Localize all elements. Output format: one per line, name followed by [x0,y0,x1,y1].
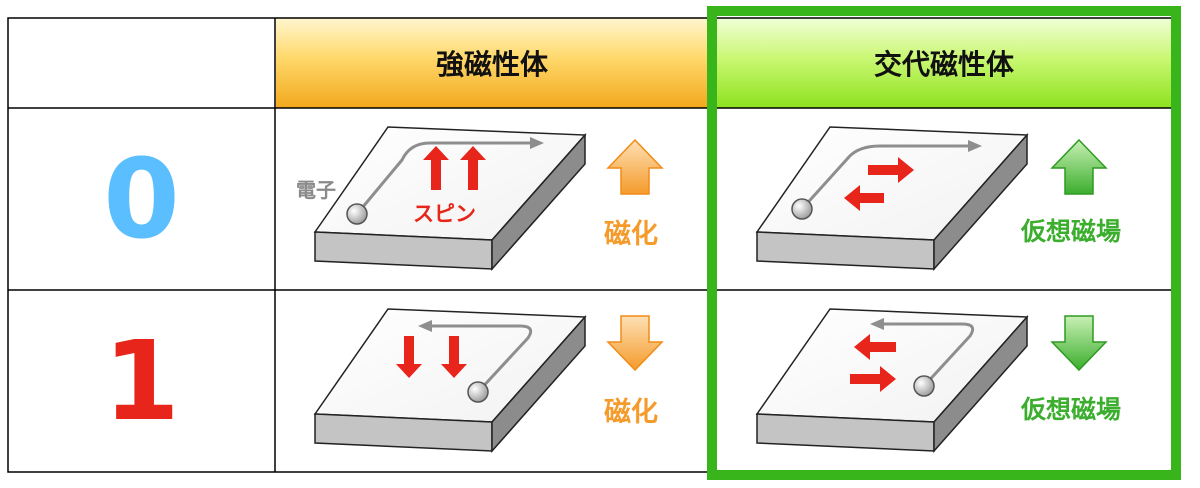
ferro-0-electron-path [355,141,530,215]
spin-up-arrow [423,146,449,190]
anti-0-spin-arrows [844,157,914,211]
anti-1-electron [913,375,935,397]
ferro-0-magnetization-label: 磁化 [604,219,658,250]
anti-1-spin-arrows [850,334,896,392]
header-antiferromagnet-label: 交代磁性体 [873,48,1014,81]
anti-1-slab [755,308,1029,453]
table-grid [7,17,1174,473]
anti-0-path-arrowhead [968,140,982,152]
ferro-0-slab [313,126,587,271]
anti-1-virtual-field-down-arrow [1050,315,1108,372]
digit-zero: 0 [103,135,180,263]
anti-1-electron-path [884,322,975,388]
ferro-1-magnetization-label: 磁化 [604,397,658,428]
spin-right-arrow [868,157,914,183]
anti-0-electron-path [800,144,968,211]
ferro-1-electron [467,381,489,403]
ferro-1-spin-arrows [396,336,467,378]
anti-1-path-arrowhead [870,318,884,330]
ferro-0-path-arrowhead [530,137,544,149]
spin-up-arrow [460,146,486,190]
row-0-digit: 0 [8,108,275,290]
anti-0-virtual-field-up-arrow [1050,138,1108,195]
spin-left-arrow [854,334,896,360]
antiferromagnet-highlight-frame [707,6,1181,480]
slab-side [491,133,586,271]
spin-right-arrow [850,366,896,392]
slab-side [933,315,1028,453]
spin-label: スピン [413,202,476,226]
slab-side [933,133,1028,271]
electron-label: 電子 [296,178,336,202]
ferro-1-electron-path [432,324,533,394]
digit-one: 1 [103,317,180,445]
spin-down-arrow [396,336,422,378]
ferro-0-electron [346,203,368,225]
ferro-0-magnetization-up-arrow [606,138,664,195]
spin-down-arrow [441,336,467,378]
ferro-1-magnetization-down-arrow [606,315,664,372]
ferro-1-slab [313,308,587,453]
anti-0-electron [791,198,813,220]
spin-left-arrow [844,185,884,211]
row-1-digit: 1 [8,290,275,472]
ferro-1-path-arrowhead [418,320,432,332]
header-antiferromagnet: 交代磁性体 [716,18,1172,108]
slab-side [491,315,586,453]
anti-0-slab [755,126,1029,271]
header-ferromagnet-label: 強磁性体 [435,48,548,81]
header-ferromagnet: 強磁性体 [276,18,708,108]
ferro-0-spin-arrows [423,146,486,190]
anti-0-virtual-field-label: 仮想磁場 [1021,217,1122,246]
anti-1-virtual-field-label: 仮想磁場 [1021,395,1122,424]
